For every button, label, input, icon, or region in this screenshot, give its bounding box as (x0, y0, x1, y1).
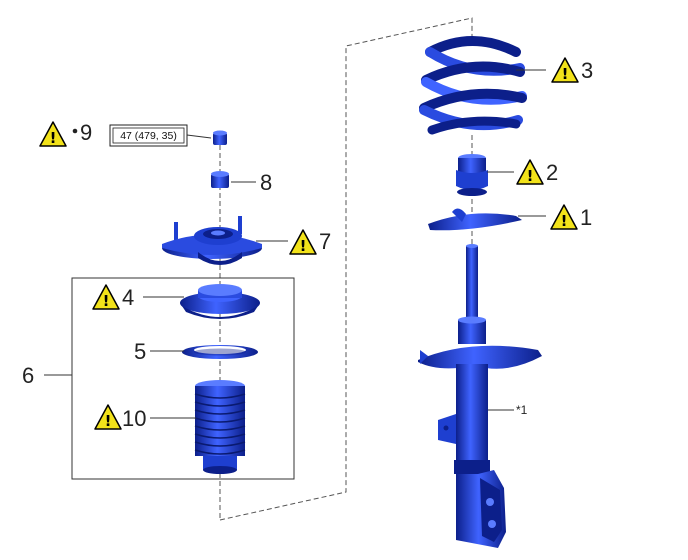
nut-part (213, 130, 227, 145)
callout-2: 2 (546, 160, 558, 185)
lower-insulator-part (428, 208, 522, 231)
warning-triangle-icon (92, 284, 120, 311)
warning-triangle-icon (289, 229, 317, 256)
note-star1: *1 (516, 403, 528, 417)
callout-9: 9 (80, 120, 92, 145)
bound-stopper-part (456, 154, 488, 196)
warning-triangle-icon (516, 159, 544, 186)
shock-absorber-part (418, 244, 542, 548)
suspension-support-part (162, 216, 262, 265)
warning-triangle-icon (550, 204, 578, 231)
callout-3: 3 (581, 58, 593, 83)
warning-triangle-icon (94, 404, 122, 431)
group-6-frame (71, 277, 295, 480)
warning-triangle-icon (551, 57, 579, 84)
assembly-path-line (219, 17, 473, 521)
dust-cover-part (211, 171, 229, 188)
spring-bumper-boot-part (194, 380, 246, 474)
spring-seat-part (182, 345, 258, 359)
callout-5: 5 (134, 339, 146, 364)
upper-insulator-part (180, 284, 260, 319)
callout-10: 10 (122, 406, 146, 431)
callout-8: 8 (260, 170, 272, 195)
callout-6: 6 (22, 363, 34, 388)
callout-1: 1 (580, 205, 592, 230)
callout-7: 7 (319, 229, 331, 254)
leader-9 (186, 134, 212, 139)
bullet-dot (72, 128, 78, 134)
torque-spec-box: 47 (479, 35) (109, 124, 188, 147)
coil-spring-part (419, 36, 527, 135)
torque-spec-text: 47 (479, 35) (120, 130, 177, 142)
callout-4: 4 (122, 285, 134, 310)
warning-triangle-icon (39, 121, 67, 148)
